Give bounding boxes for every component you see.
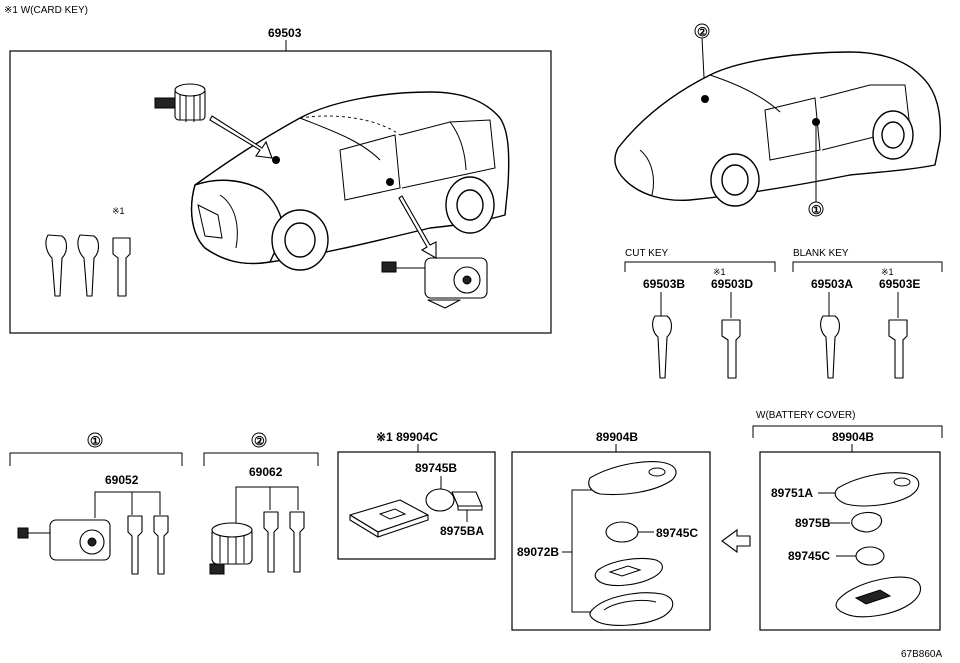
transmitter-box-a bbox=[511, 451, 711, 631]
label-69503a: 69503A bbox=[811, 277, 853, 291]
note-mark-69503d: ※1 bbox=[713, 267, 726, 277]
cut-key-std-icon bbox=[652, 315, 673, 379]
battery-cover-transmitter-icon bbox=[834, 472, 920, 507]
label-8975b: 8975B bbox=[795, 516, 831, 530]
card-key-box bbox=[337, 451, 496, 560]
label-89072b: 89072B bbox=[517, 545, 559, 559]
transmitter-base-icon bbox=[835, 576, 922, 618]
car-illustration-main bbox=[190, 91, 510, 271]
circuit-board-icon bbox=[594, 557, 663, 587]
card-battery-holder-icon bbox=[451, 491, 483, 511]
label-89904b-b: 89904B bbox=[832, 430, 874, 444]
battery-a-icon bbox=[605, 521, 639, 543]
ignition-cylinder-set-icon bbox=[17, 515, 169, 575]
blank-key-card-icon bbox=[888, 319, 908, 379]
label-69503d: 69503D bbox=[711, 277, 753, 291]
label-69052: 69052 bbox=[105, 473, 139, 487]
top-note: ※1 W(CARD KEY) bbox=[4, 5, 88, 16]
car-illustration-reference bbox=[614, 51, 942, 207]
interchange-arrow-icon bbox=[721, 528, 751, 554]
transmitter-cover-icon bbox=[588, 461, 677, 495]
callout-2-group: ② bbox=[254, 434, 265, 448]
label-89751a: 89751A bbox=[771, 486, 813, 500]
note-mark-main: ※1 bbox=[112, 206, 125, 216]
card-battery-icon bbox=[425, 488, 455, 512]
main-assembly-box bbox=[9, 50, 552, 334]
label-89745c-b: 89745C bbox=[788, 549, 830, 563]
key-set-main bbox=[45, 234, 131, 297]
label-89745b: 89745B bbox=[415, 461, 457, 475]
figure-code: 67B860A bbox=[901, 649, 942, 660]
battery-b-icon bbox=[855, 546, 885, 566]
door-cylinder-set-icon bbox=[209, 511, 305, 575]
ignition-cylinder-icon bbox=[381, 257, 488, 309]
cut-key-header: CUT KEY bbox=[625, 248, 668, 259]
cut-key-card-icon bbox=[721, 319, 741, 379]
transmitter-box-b bbox=[759, 451, 941, 631]
note-mark-69503e: ※1 bbox=[881, 267, 894, 277]
door-lock-cylinder-icon bbox=[154, 83, 206, 122]
callout-1-group: ① bbox=[90, 434, 101, 448]
label-69062: 69062 bbox=[249, 465, 283, 479]
card-key-icon bbox=[349, 499, 429, 538]
label-8975ba: 8975BA bbox=[440, 524, 484, 538]
callout-1-right: ① bbox=[811, 203, 822, 217]
blank-key-std-icon bbox=[820, 315, 841, 379]
blank-key-header: BLANK KEY bbox=[793, 248, 849, 259]
battery-cover-header: W(BATTERY COVER) bbox=[756, 410, 855, 421]
label-89904c: ※1 89904C bbox=[376, 430, 438, 444]
label-69503b: 69503B bbox=[643, 277, 685, 291]
battery-cover-part-icon bbox=[851, 511, 883, 533]
main-assembly-label: 69503 bbox=[268, 26, 302, 40]
transmitter-case-icon bbox=[589, 592, 674, 626]
callout-2-top: ② bbox=[697, 25, 708, 39]
label-89745c-a: 89745C bbox=[656, 526, 698, 540]
label-69503e: 69503E bbox=[879, 277, 920, 291]
label-89904b-a: 89904B bbox=[596, 430, 638, 444]
